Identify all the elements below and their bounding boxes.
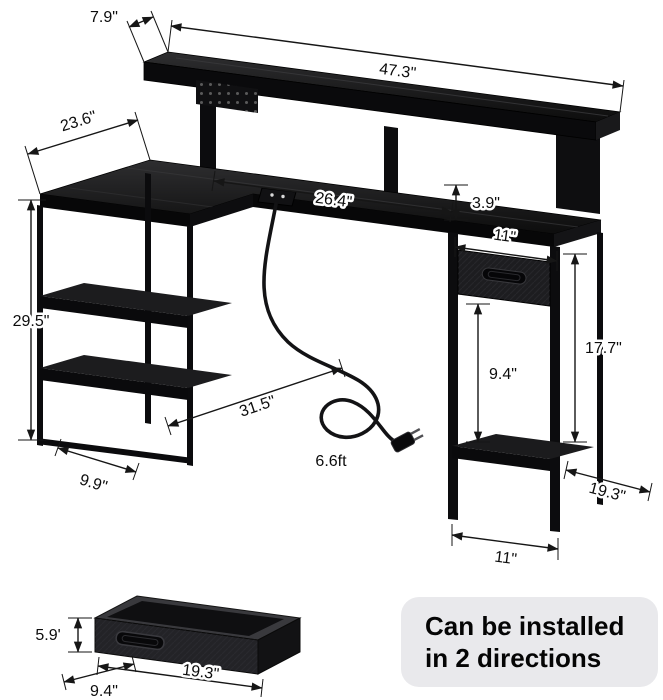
dim-side-shelf-depth-text: 9.9"	[77, 471, 109, 495]
shelf-2-front	[40, 368, 188, 400]
dim-overall-height: 29.5"	[10, 199, 52, 441]
dim-line	[57, 447, 137, 473]
drawer-handle-icon	[481, 267, 527, 285]
dim-line	[565, 468, 651, 494]
front-left-leg	[37, 205, 43, 446]
dim-riser-height-text: 3.9"	[472, 195, 500, 212]
dim-drawer-length-text: 19.3"	[181, 662, 220, 684]
riser-mid-post	[384, 126, 398, 194]
riser-end-face	[596, 112, 620, 140]
dim-line	[27, 119, 139, 155]
back-right-leg	[597, 232, 603, 505]
cabinet-right-panel	[550, 246, 560, 532]
dim-front-width-text: 31.5"	[237, 393, 277, 421]
dim-line	[451, 532, 559, 552]
shelf-1-front	[40, 296, 188, 328]
dim-riser-depth-text: 7.9"	[90, 9, 118, 26]
drawer-illustration: 5.9' 19.3" 9.4"	[33, 595, 302, 700]
riser-right-support	[556, 128, 600, 214]
outlet-icon	[270, 193, 274, 197]
cabinet-shelf-front	[452, 446, 550, 471]
drawer-front-weave	[95, 618, 258, 674]
drawer-side-face	[257, 617, 301, 675]
dim-line	[170, 23, 624, 89]
installation-note: Can be installed in 2 directions	[401, 597, 658, 687]
left-shelf-unit	[37, 173, 232, 466]
drawer-cabinet	[448, 232, 603, 532]
desktop-right-edge	[554, 220, 601, 247]
witness-line	[150, 10, 169, 53]
dim-line	[213, 178, 453, 215]
dim-line	[63, 662, 135, 684]
dim-bottom-shelf-depth: 19.3"	[563, 460, 653, 508]
dim-cubby-height: 9.4"	[466, 303, 519, 443]
dim-cabinet-height: 17.7"	[563, 253, 624, 443]
cabinet-left-panel	[448, 232, 458, 520]
front-right-leg	[187, 225, 193, 466]
dim-bottom-shelf-depth-text: 19.3"	[587, 480, 627, 506]
dim-overall-height-text: 29.5"	[13, 313, 50, 330]
dim-drawer-height-text: 5.9'	[35, 627, 60, 644]
witness-line	[167, 19, 173, 53]
cable-length-label: 6.6ft	[315, 453, 347, 470]
wing-front-edge	[40, 194, 190, 227]
installation-note-line1: Can be installed	[425, 610, 625, 641]
dim-cabinet-width-text: 11"	[493, 549, 517, 569]
dim-riser-length-text: 47.3"	[378, 61, 417, 83]
dim-riser-depth: 7.9"	[88, 7, 169, 63]
outlet-icon	[281, 194, 285, 199]
power-cable	[262, 202, 398, 444]
dim-cabinet-width: 11"	[451, 524, 559, 571]
dim-line	[128, 16, 154, 28]
dim-riser-height: 3.9"	[444, 184, 502, 221]
riser-left-post	[200, 100, 216, 172]
dim-drawer-width: 9.4"	[61, 655, 137, 700]
plug-icon	[390, 428, 424, 453]
witness-line	[134, 111, 151, 161]
witness-line	[619, 79, 625, 113]
dim-return-depth-text: 23.6"	[59, 108, 99, 135]
cabinet-shelf-top	[452, 434, 594, 459]
drawer-cavity	[107, 601, 284, 636]
dim-cubby-height-text: 9.4"	[489, 366, 517, 383]
dim-line	[454, 244, 558, 264]
dim-drawer-height: 5.9'	[33, 617, 92, 653]
dim-drawer-width-text: 9.4"	[90, 683, 118, 700]
installation-note-line2: in 2 directions	[425, 643, 602, 673]
witness-line	[126, 20, 145, 63]
dim-line	[167, 367, 343, 427]
drawer-handle-icon	[115, 630, 165, 651]
shelf-1-top	[40, 283, 232, 316]
dim-cabinet-height-text: 17.7"	[585, 340, 622, 357]
desktop-grain	[69, 187, 236, 211]
dim-hutch-top-width-text: 11"	[492, 227, 516, 247]
